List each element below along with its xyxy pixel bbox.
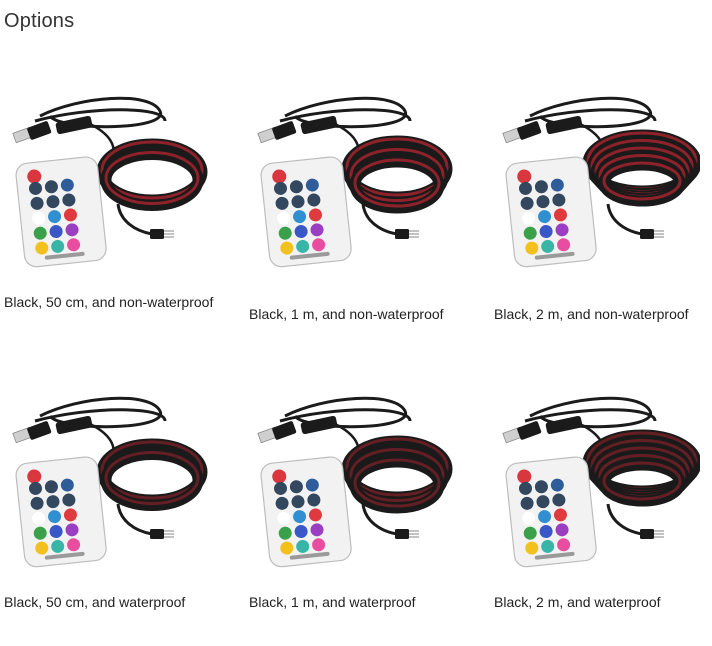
section-title: Options [4, 10, 75, 32]
product-image [245, 86, 455, 286]
product-image [0, 86, 210, 286]
option-label: Black, 50 cm, and non-waterproof [4, 294, 214, 310]
product-image [490, 86, 700, 286]
product-image [490, 386, 700, 586]
option-label: Black, 1 m, and non-waterproof [249, 306, 444, 322]
option-label: Black, 50 cm, and waterproof [4, 594, 186, 610]
option-label: Black, 2 m, and waterproof [494, 594, 661, 610]
product-image [0, 386, 210, 586]
product-image [245, 386, 455, 586]
option-label: Black, 2 m, and non-waterproof [494, 306, 689, 322]
option-label: Black, 1 m, and waterproof [249, 594, 416, 610]
